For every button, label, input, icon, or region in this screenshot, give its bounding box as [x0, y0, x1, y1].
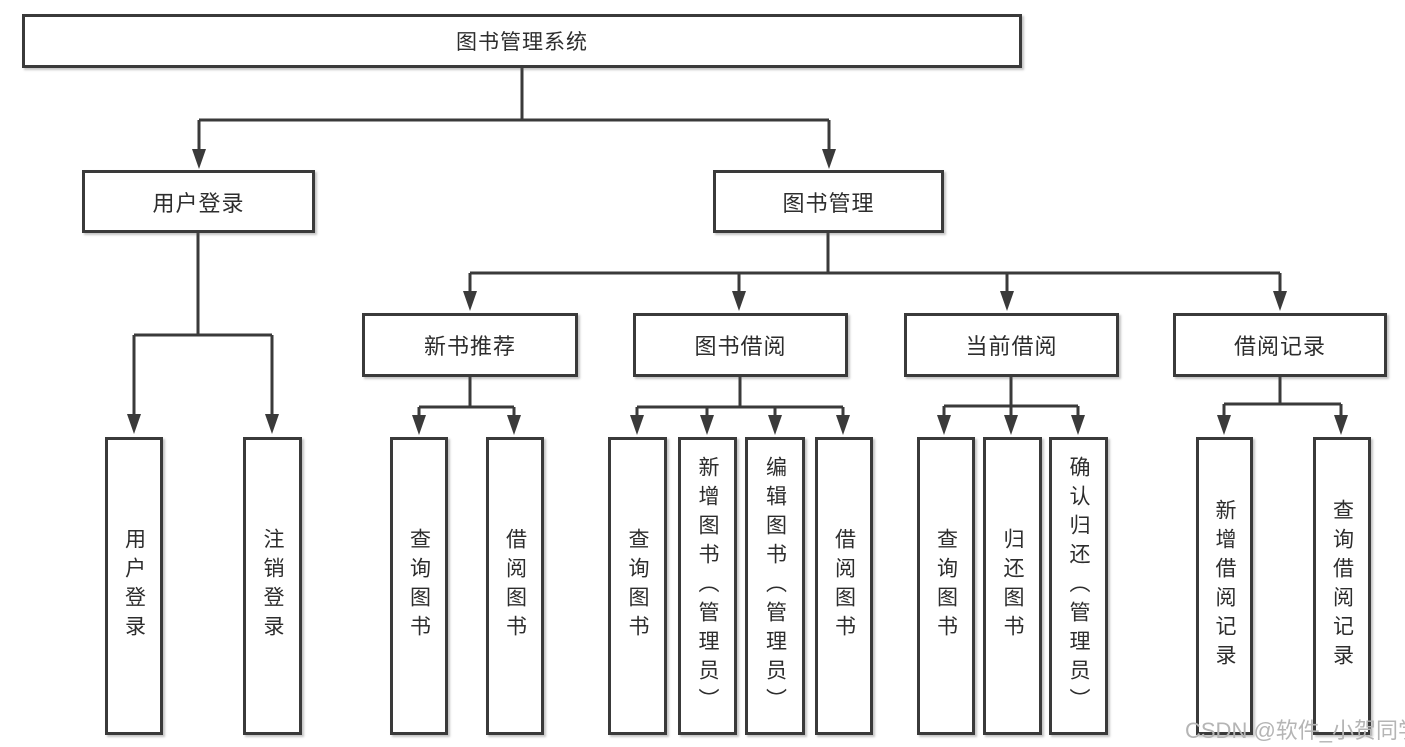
node-label: 新书推荐: [423, 334, 516, 359]
leaf-label: 归还图书: [1001, 528, 1024, 644]
leaf-edit-books-admin: 编辑图书（管理员）: [745, 437, 805, 735]
node-new-book-recommend: 新书推荐: [362, 313, 578, 377]
node-label: 图书借阅: [694, 334, 787, 359]
node-book-management: 图书管理: [713, 170, 944, 233]
csdn-watermark: CSDN @软件_小贺同学: [1185, 718, 1405, 743]
leaf-label: 确认归还（管理员）: [1067, 455, 1090, 717]
node-borrow-records: 借阅记录: [1173, 313, 1387, 377]
node-user-login: 用户登录: [82, 170, 315, 233]
leaf-return-books: 归还图书: [983, 437, 1042, 735]
leaf-label: 新增借阅记录: [1213, 499, 1236, 673]
leaf-label: 查询图书: [626, 528, 649, 644]
leaf-label: 查询图书: [407, 528, 431, 644]
leaf-confirm-return-admin: 确认归还（管理员）: [1049, 437, 1108, 735]
node-current-borrow: 当前借阅: [904, 313, 1119, 377]
leaf-logout: 注销登录: [243, 437, 302, 735]
leaf-label: 注销登录: [261, 528, 284, 644]
leaf-label: 用户登录: [122, 528, 146, 644]
leaf-label: 新增图书（管理员）: [696, 455, 719, 717]
leaf-add-books-admin: 新增图书（管理员）: [678, 437, 737, 735]
leaf-label: 查询图书: [934, 528, 958, 644]
node-label: 当前借阅: [965, 334, 1058, 359]
node-label: 图书管理系统: [456, 31, 588, 54]
node-label: 用户登录: [152, 190, 245, 216]
node-book-borrow: 图书借阅: [633, 313, 848, 377]
leaf-query-books-2: 查询图书: [608, 437, 667, 735]
leaf-label: 编辑图书（管理员）: [763, 455, 787, 717]
leaf-query-borrow-record: 查询借阅记录: [1313, 437, 1371, 735]
leaf-query-books-3: 查询图书: [917, 437, 975, 735]
leaf-user-login: 用户登录: [105, 437, 163, 735]
leaf-borrow-books-1: 借阅图书: [486, 437, 544, 735]
leaf-add-borrow-record: 新增借阅记录: [1196, 437, 1253, 735]
leaf-borrow-books-2: 借阅图书: [815, 437, 873, 735]
leaf-label: 借阅图书: [503, 528, 527, 644]
leaf-query-books-1: 查询图书: [390, 437, 448, 735]
node-library-management-system: 图书管理系统: [22, 14, 1022, 68]
node-label: 图书管理: [782, 190, 875, 216]
leaf-label: 查询借阅记录: [1330, 499, 1354, 673]
node-label: 借阅记录: [1233, 334, 1326, 359]
leaf-label: 借阅图书: [832, 528, 856, 644]
